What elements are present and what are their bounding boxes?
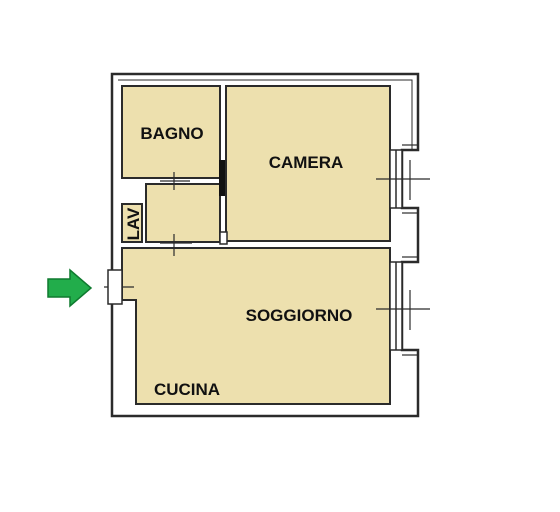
outer-wall-inner-line [118,79,413,150]
entrance-door [107,269,123,305]
room-label-soggiorno: SOGGIORNO [246,306,353,325]
room-label-lav: LAV [124,207,143,240]
room-bagno [121,85,221,179]
room-label-camera: CAMERA [269,153,344,172]
arrow-right-icon [47,268,93,308]
room-label-cucina: CUCINA [154,380,220,399]
partition-wall [219,160,225,196]
room-lav [121,203,143,243]
room-disimpegno [145,183,221,243]
door-jamb [219,231,228,245]
window-soggiorno [389,261,403,351]
window-ticks [402,144,418,356]
room-camera [225,85,391,242]
room-label-bagno: BAGNO [140,124,203,143]
